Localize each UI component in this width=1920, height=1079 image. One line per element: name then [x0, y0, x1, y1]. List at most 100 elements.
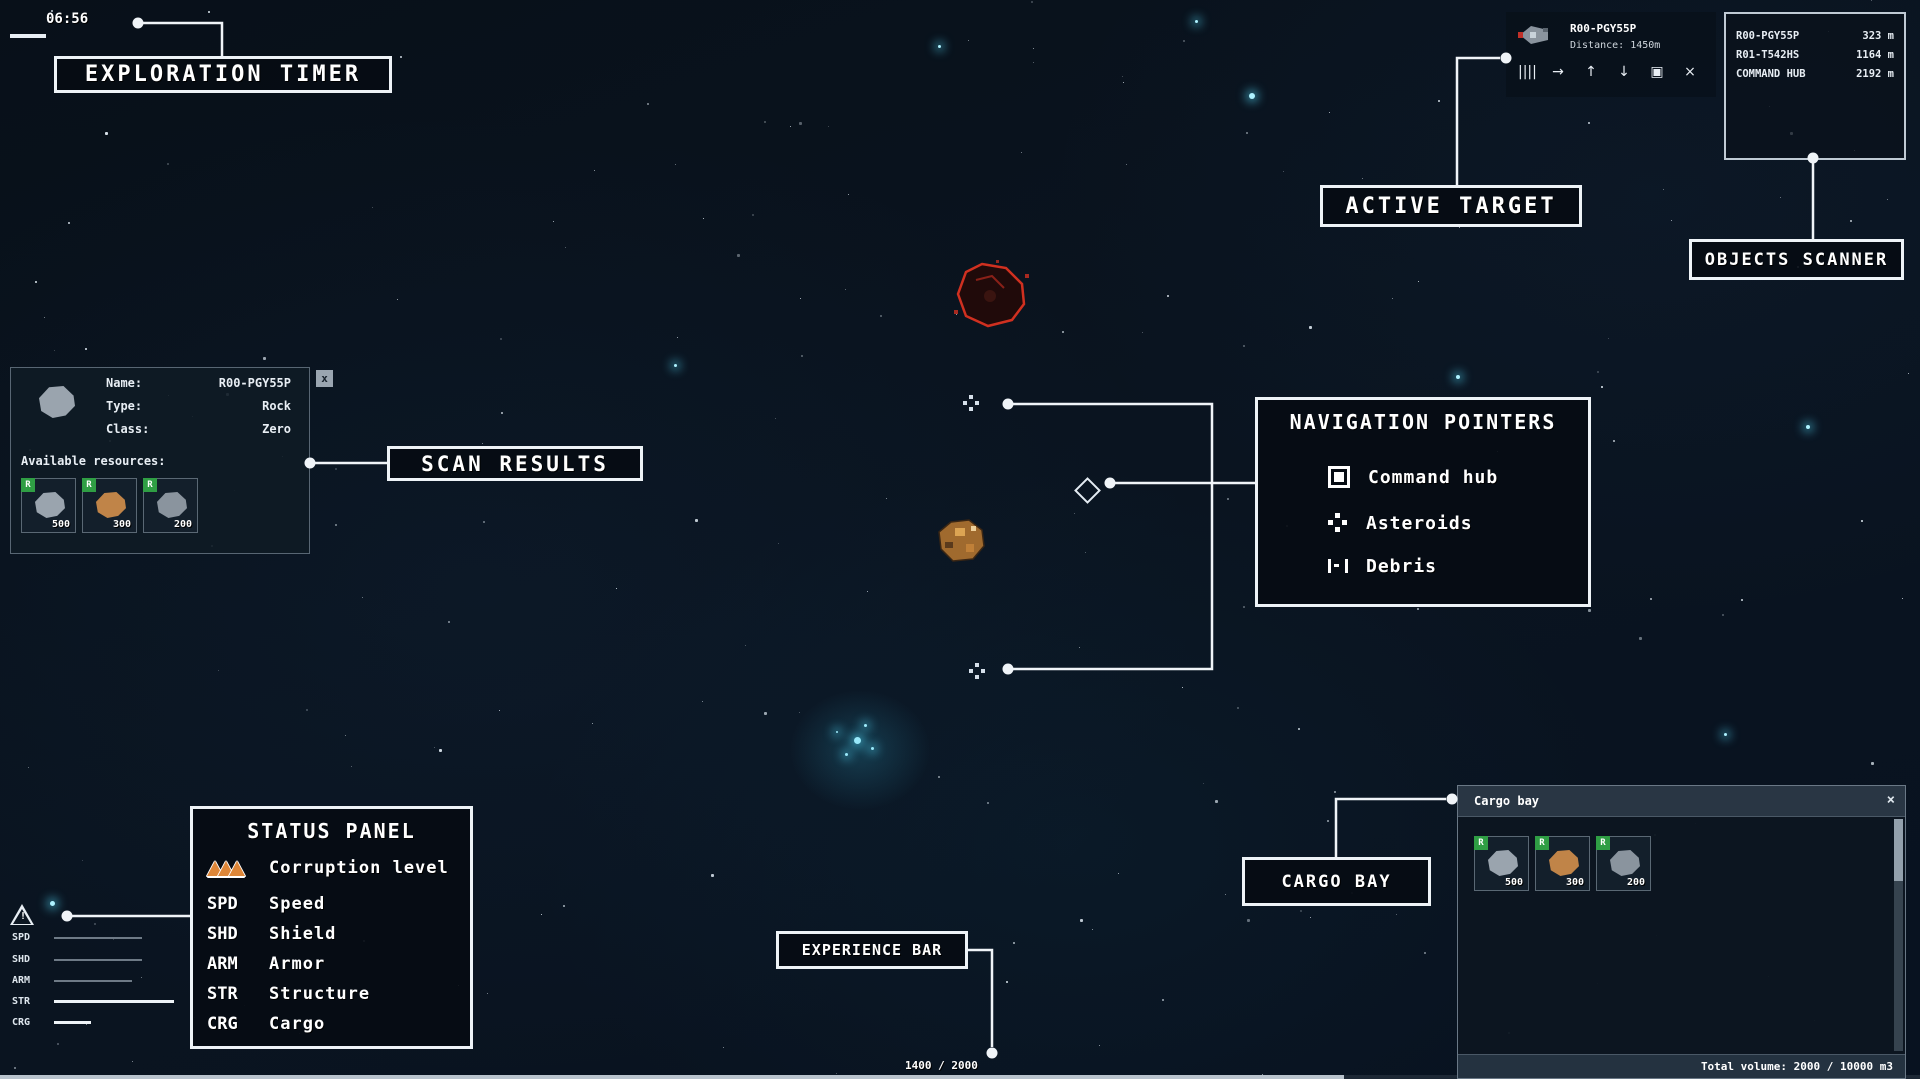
cargo-item-tile[interactable]: R 500 [1474, 836, 1529, 891]
resource-amount: 200 [173, 519, 192, 530]
shield-abbr: SHD [12, 954, 31, 965]
legend-row-structure: STR Structure [207, 984, 371, 1004]
resource-badge: R [82, 478, 96, 492]
available-resources-title: Available resources: [21, 454, 166, 468]
resource-amount: 300 [112, 519, 131, 530]
cargo-close-button[interactable]: × [1886, 792, 1895, 808]
command-hub-icon [1328, 466, 1350, 488]
close-icon[interactable]: × [1684, 64, 1696, 80]
resource-badge: R [1596, 836, 1610, 850]
targeted-asteroid[interactable] [952, 260, 1034, 332]
resource-rock-icon [35, 492, 65, 518]
speed-bar [54, 936, 142, 939]
cargo-item-tile[interactable]: R 200 [1596, 836, 1651, 891]
armor-bar [54, 979, 132, 982]
callout-exploration-timer: EXPLORATION TIMER [54, 56, 392, 93]
scanner-row[interactable]: R00-PGY55P 323 m [1736, 30, 1894, 42]
cargo-total-volume: Total volume: 2000 / 10000 m3 [1700, 1060, 1893, 1073]
status-panel-title: STATUS PANEL [247, 819, 416, 843]
cargo-item-tile[interactable]: R 300 [1535, 836, 1590, 891]
armor-abbr: ARM [12, 975, 31, 986]
shield-bar-row: SHD [12, 954, 142, 965]
cargo-scrollbar[interactable] [1894, 819, 1903, 1051]
scan-field-key: Type: [106, 399, 143, 413]
scan-field-key: Class: [106, 422, 150, 436]
navigation-pointers-legend: NAVIGATION POINTERS Command hub Asteroid… [1255, 397, 1591, 607]
scanner-object-distance: 1164 m [1856, 49, 1894, 61]
active-target-panel: R00-PGY55P Distance: 1450m |||| → ↑ ↓ ▣ … [1506, 12, 1716, 97]
experience-value: 1400 / 2000 [905, 1059, 978, 1072]
cargo-bay-panel: Cargo bay × R 500 R 300 R 200 Total volu… [1457, 785, 1906, 1079]
structure-bar-row: STR [12, 996, 174, 1007]
cargo-scrollbar-thumb[interactable] [1894, 819, 1903, 881]
scanner-row[interactable]: COMMAND HUB 2192 m [1736, 68, 1894, 80]
resource-amount: 500 [1504, 877, 1523, 888]
scanner-object-name: COMMAND HUB [1736, 68, 1806, 80]
scanner-object-name: R01-T542HS [1736, 49, 1800, 61]
loot-icon[interactable]: ↑ [1585, 64, 1597, 80]
mineable-asteroid[interactable] [935, 518, 989, 564]
legend-row-shield: SHD Shield [207, 924, 337, 944]
scanner-row[interactable]: R01-T542HS 1164 m [1736, 49, 1894, 61]
scan-field-value: Rock [262, 399, 291, 413]
active-target-name: R00-PGY55P [1570, 22, 1637, 35]
cargo-bar [54, 1021, 91, 1024]
scan-field-value: R00-PGY55P [218, 376, 291, 390]
cargo-total-bar: Total volume: 2000 / 10000 m3 [1458, 1054, 1905, 1078]
structure-bar [54, 1000, 174, 1003]
warning-icon: ! [10, 904, 36, 926]
legend-row-armor: ARM Armor [207, 954, 326, 974]
legend-row-corruption: Corruption level [207, 855, 449, 881]
nebula-glow [790, 690, 930, 810]
legend-row-cargo: CRG Cargo [207, 1014, 326, 1034]
asteroid-pointer-marker[interactable] [962, 395, 980, 413]
resource-rock-icon [1488, 850, 1518, 876]
asteroids-icon [1328, 513, 1348, 533]
resource-badge: R [143, 478, 157, 492]
throttle-bars-icon[interactable]: |||| [1518, 64, 1537, 80]
exploration-timer-value: 06:56 [46, 11, 89, 27]
cargo-title-bar[interactable]: Cargo bay × [1458, 786, 1905, 817]
approach-icon[interactable]: → [1552, 64, 1564, 80]
debris-icon [1328, 559, 1348, 573]
callout-active-target: ACTIVE TARGET [1320, 185, 1582, 227]
cargo-bar-row: CRG [12, 1017, 91, 1028]
legend-row-debris: Debris [1328, 551, 1437, 581]
resource-tile[interactable]: R 500 [21, 478, 76, 533]
experience-progress-fill [0, 1075, 1344, 1079]
experience-progress-track [0, 1075, 1920, 1079]
resource-badge: R [21, 478, 35, 492]
scanner-object-distance: 2192 m [1856, 68, 1894, 80]
resource-rock-icon [1549, 850, 1579, 876]
speed-bar-row: SPD [12, 932, 142, 943]
debris-pointer-marker[interactable] [968, 663, 986, 681]
dock-icon[interactable]: ▣ [1650, 64, 1664, 80]
active-target-actions: |||| → ↑ ↓ ▣ × [1518, 64, 1697, 80]
unload-icon[interactable]: ↓ [1618, 64, 1630, 80]
target-ship-icon [1518, 26, 1548, 44]
resource-rock-icon [96, 492, 126, 518]
shield-bar [54, 958, 142, 961]
resource-badge: R [1535, 836, 1549, 850]
legend-row-asteroids: Asteroids [1328, 508, 1473, 538]
cargo-abbr: CRG [12, 1017, 31, 1028]
resource-amount: 500 [51, 519, 70, 530]
scan-field-key: Name: [106, 376, 143, 390]
scan-close-button[interactable]: x [316, 370, 333, 387]
resource-rock-icon [157, 492, 187, 518]
speed-abbr: SPD [12, 932, 31, 943]
callout-experience-bar: EXPERIENCE BAR [776, 931, 968, 969]
objects-scanner-panel: R00-PGY55P 323 m R01-T542HS 1164 m COMMA… [1724, 12, 1906, 160]
callout-scan-results: SCAN RESULTS [387, 446, 643, 481]
navigation-pointers-title: NAVIGATION POINTERS [1289, 410, 1557, 434]
scanner-object-distance: 323 m [1862, 30, 1894, 42]
resource-amount: 300 [1565, 877, 1584, 888]
legend-row-command-hub: Command hub [1328, 462, 1498, 492]
resource-amount: 200 [1626, 877, 1645, 888]
corruption-triangles-icon [207, 860, 269, 876]
command-hub-pointer-marker[interactable] [1074, 477, 1101, 504]
resource-tile[interactable]: R 200 [143, 478, 198, 533]
legend-row-speed: SPD Speed [207, 894, 326, 914]
scanner-object-name: R00-PGY55P [1736, 30, 1800, 42]
resource-tile[interactable]: R 300 [82, 478, 137, 533]
